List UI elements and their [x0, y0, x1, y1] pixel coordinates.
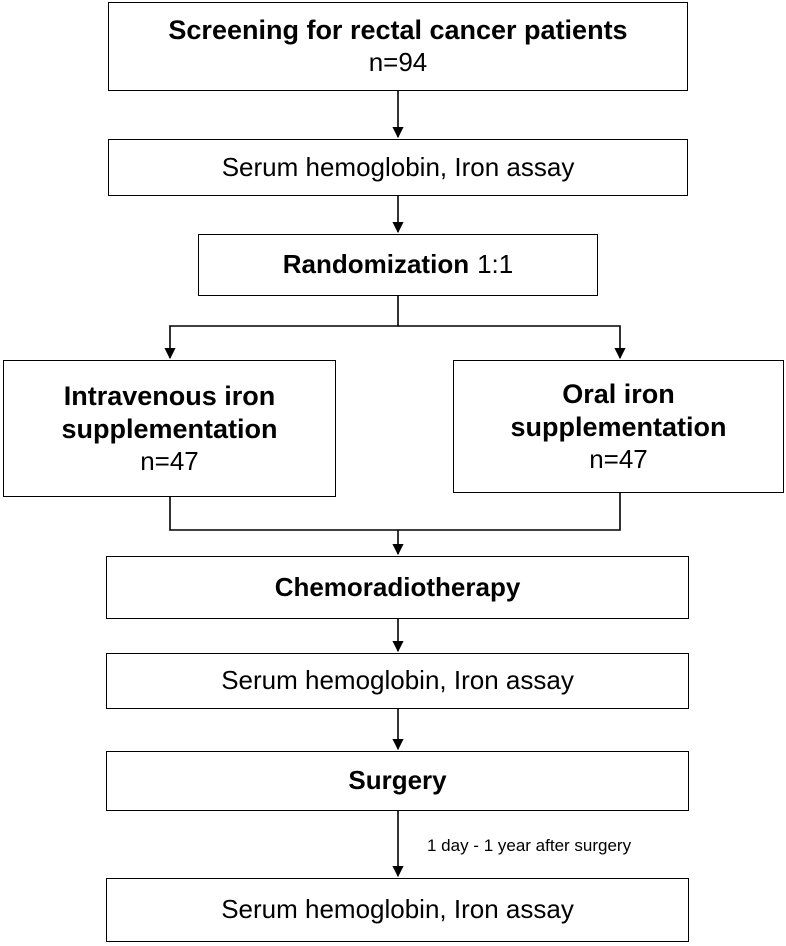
oral-arm-title-line1: Oral iron [562, 378, 675, 409]
crt-title: Chemoradiotherapy [274, 571, 521, 602]
screening-count: n=94 [368, 47, 428, 78]
crt-box: Chemoradiotherapy [106, 556, 689, 619]
surgery-title: Surgery [348, 765, 447, 796]
screening-title: Screening for rectal cancer patients [168, 15, 628, 46]
oral-arm-count: n=47 [589, 443, 648, 474]
iv-arm-box: Intravenous iron supplementation n=47 [3, 360, 336, 497]
merge-connector [169, 493, 621, 531]
followup-assay-box: Serum hemoglobin, Iron assay [106, 878, 689, 942]
surgery-box: Surgery [106, 751, 689, 811]
followup-assay-text: Serum hemoglobin, Iron assay [221, 894, 574, 925]
baseline-assay-text: Serum hemoglobin, Iron assay [221, 151, 575, 182]
oral-arm-title-line2: supplementation [510, 411, 727, 442]
baseline-assay-box: Serum hemoglobin, Iron assay [108, 139, 688, 196]
post-crt-assay-text: Serum hemoglobin, Iron assay [221, 665, 574, 696]
split-connector-right [398, 325, 626, 360]
split-connector [164, 296, 399, 360]
oral-arm-box: Oral iron supplementation n=47 [453, 360, 784, 493]
iv-arm-count: n=47 [140, 445, 199, 476]
followup-interval-label: 1 day - 1 year after surgery [427, 836, 632, 855]
iv-arm-title-line2: supplementation [61, 413, 278, 444]
randomization-box: Randomization 1:1 [198, 234, 598, 296]
randomization-title: Randomization [282, 249, 470, 280]
post-crt-assay-box: Serum hemoglobin, Iron assay [106, 653, 689, 709]
randomization-ratio: 1:1 [477, 249, 514, 280]
iv-arm-title-line1: Intravenous iron [63, 380, 276, 411]
screening-box: Screening for rectal cancer patients n=9… [108, 2, 688, 91]
